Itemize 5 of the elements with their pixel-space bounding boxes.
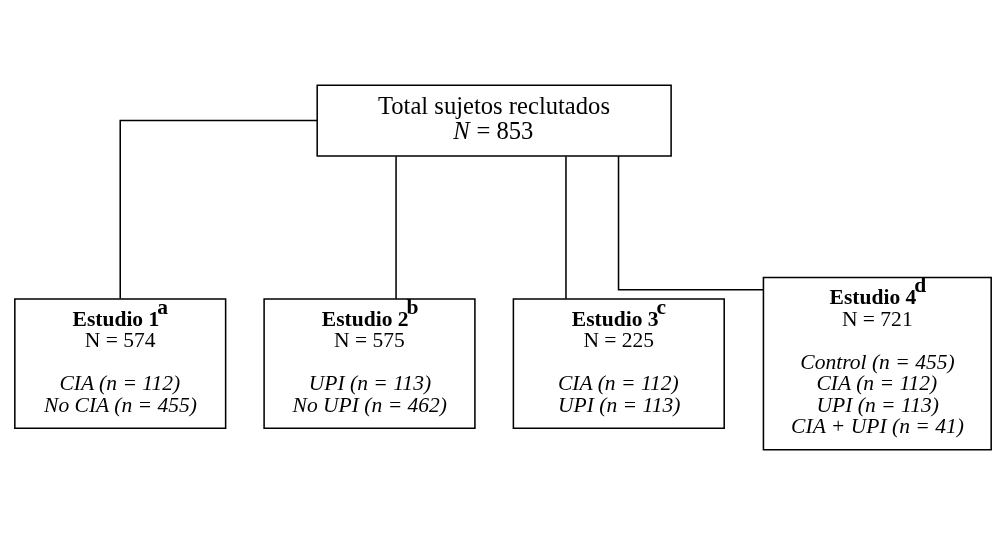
connector <box>119 119 318 300</box>
node-box: Total sujetos reclutados N = 853 <box>316 84 672 157</box>
connector <box>395 155 397 300</box>
connector <box>565 155 567 300</box>
connector <box>617 155 764 291</box>
